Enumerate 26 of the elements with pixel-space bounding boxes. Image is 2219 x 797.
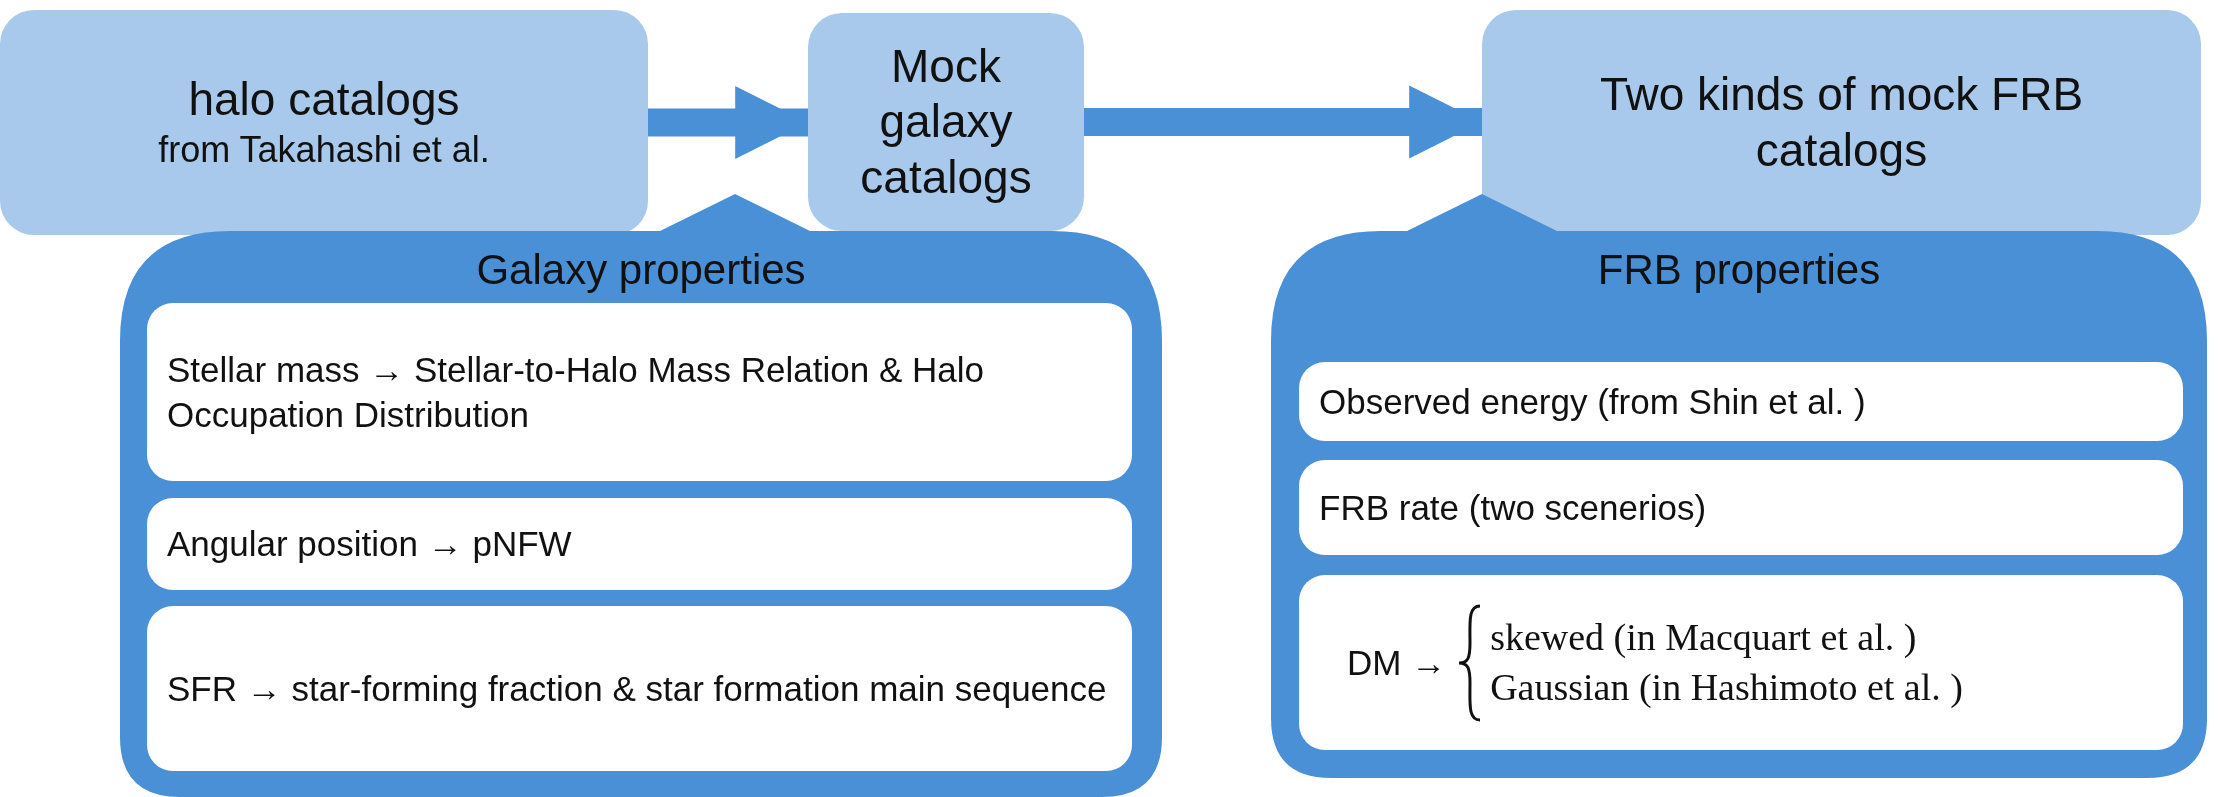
process-box xyxy=(808,13,1084,231)
property-text: Observed energy (from Shin et al. ) xyxy=(1319,380,1866,423)
callout-panel xyxy=(1271,194,2207,778)
property-text: SFR → star-forming fraction & star formation main sequence xyxy=(167,667,1107,710)
box-subtitle: from Takahashi et al. xyxy=(157,127,491,172)
property-box xyxy=(147,606,1132,771)
box-title: halo catalogs xyxy=(187,71,461,127)
property-box xyxy=(1299,575,2183,750)
property-box xyxy=(147,498,1132,590)
property-text: Angular position → pNFW xyxy=(167,523,572,566)
property-box xyxy=(147,303,1132,481)
property-text: FRB rate (two scenerios) xyxy=(1319,486,1707,529)
box-title: Two kinds of mock FRB catalogs xyxy=(1598,67,2085,178)
box-title: Mock galaxy catalogs xyxy=(859,39,1033,205)
property-label: DM → xyxy=(1347,641,1447,684)
property-text: Stellar mass → Stellar-to-Halo Mass Relation & Halo Occupation Distribution xyxy=(167,348,985,436)
property-box xyxy=(1299,460,2183,555)
process-box xyxy=(0,10,648,235)
block-arrow xyxy=(648,86,808,159)
property-option: Gaussian (in Hashimoto et al. ) xyxy=(1490,662,1963,712)
property-option: skewed (in Macquart et al. ) xyxy=(1490,613,1963,663)
panel-heading: FRB properties xyxy=(1596,246,1882,294)
property-box xyxy=(1299,362,2183,441)
block-arrow xyxy=(1084,85,1482,159)
panel-heading: Galaxy properties xyxy=(475,246,807,294)
process-box xyxy=(1482,10,2201,235)
